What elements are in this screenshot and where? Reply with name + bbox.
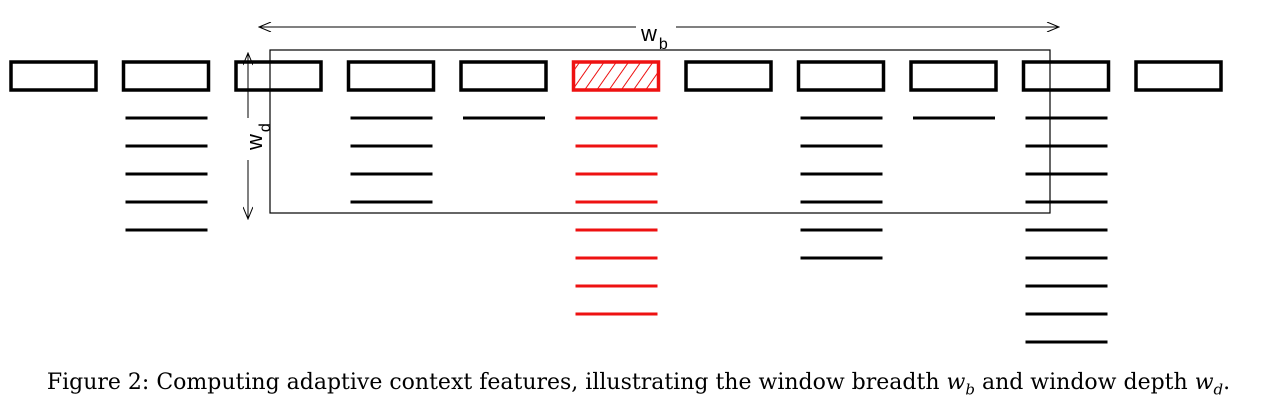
token-column	[346, 60, 436, 204]
token-box	[9, 60, 98, 92]
token-column	[909, 60, 998, 120]
caption-wd-sub: d	[1213, 380, 1224, 399]
token-column	[234, 60, 323, 92]
token-box	[234, 60, 323, 92]
target-token-box	[571, 60, 661, 92]
caption-wd: wd	[1194, 370, 1224, 399]
token-box	[796, 60, 886, 92]
token-box	[1021, 60, 1111, 92]
token-box	[684, 60, 773, 92]
token-box	[459, 60, 548, 92]
token-columns	[9, 60, 1223, 344]
token-box	[909, 60, 998, 92]
depth-label: wd	[242, 123, 274, 151]
context-window-frame	[269, 49, 1051, 214]
token-column	[796, 60, 886, 260]
token-column	[9, 60, 98, 92]
caption-wb: wb	[946, 370, 975, 399]
token-box	[1134, 60, 1223, 92]
token-column	[1021, 60, 1111, 344]
caption-middle: and window depth	[974, 370, 1195, 395]
token-box	[121, 60, 211, 92]
caption-wb-symbol: w	[946, 370, 966, 395]
token-column	[121, 60, 211, 232]
caption-wb-sub: b	[965, 380, 975, 399]
caption-suffix: .	[1223, 370, 1231, 395]
token-box	[346, 60, 436, 92]
target-token-column	[571, 60, 661, 316]
caption-prefix: Figure 2: Computing adaptive context fea…	[46, 370, 947, 395]
token-column	[684, 60, 773, 92]
svg-text:wd: wd	[242, 123, 274, 151]
token-column	[1134, 60, 1223, 92]
caption-wd-symbol: w	[1194, 370, 1214, 395]
figure-caption: Figure 2: Computing adaptive context fea…	[0, 370, 1277, 398]
token-column	[459, 60, 548, 120]
